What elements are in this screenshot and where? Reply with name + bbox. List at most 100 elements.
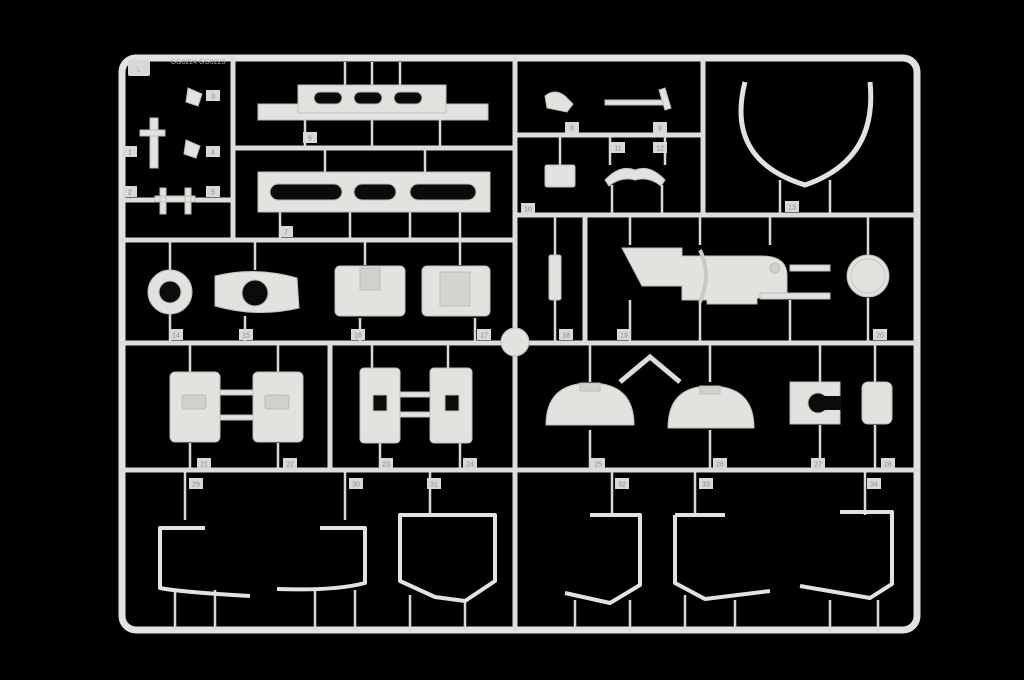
part-number-tab [881,458,895,469]
part-number-tab [611,142,625,153]
part-number-label: 3 [211,94,215,101]
part-23-plate [359,367,401,444]
link-23-24b [399,411,431,418]
part-number-label: 34 [870,482,878,489]
part-number-tab [477,329,491,340]
part-number-tab [189,478,203,489]
part-28-block [861,381,893,425]
part-number-label: 12 [656,146,664,153]
part-7-rail [257,171,491,213]
link-21-22b [219,414,254,421]
part-6-rail [257,84,489,121]
part-24-plate [429,367,473,444]
part-number-label: 20 [876,333,884,340]
part-34-frame [799,510,894,600]
part-number-tab [591,458,605,469]
part-number-tab [427,478,441,489]
sprue-runners [119,55,920,633]
part-number-label: 32 [618,482,626,489]
part-number-label: 21 [200,462,208,469]
part-number-label: 6 [308,136,312,143]
part-number-tab [873,329,887,340]
part-25-dome [545,382,635,426]
sprue-letter-tab [128,60,150,76]
part-number-label: 7 [284,230,288,237]
part-number-label: 1 [128,150,132,157]
part-number-tab [206,146,220,157]
part-number-tab [653,142,667,153]
part-number-tab [653,122,667,133]
part-20-disc [846,254,890,298]
part-number-label: 23 [382,462,390,469]
part-33-frame [673,513,771,601]
part-number-tab [283,458,297,469]
part-number-label: 27 [814,462,822,469]
part-number-tab [303,132,317,143]
part-number-tab [811,458,825,469]
parts [139,81,894,605]
part-number-tab [699,478,713,489]
part-number-tab [349,478,363,489]
center-hub [500,327,530,357]
part-number-label: 16 [354,333,362,340]
part-22-plate [252,371,304,443]
part-number-tab [239,329,253,340]
part-number-tab [379,458,393,469]
part-number-label: 11 [614,146,621,153]
part-number-tab [615,478,629,489]
part-number-tab [206,186,220,197]
part-13-arc [738,81,874,188]
part-number-label: 33 [702,482,710,489]
part-number-label: 13 [788,205,796,212]
part-number-label: 15 [242,333,250,340]
part-number-tab [197,458,211,469]
part-21-plate [169,371,221,443]
part-19-housing [621,247,831,305]
part-number-tab [279,226,293,237]
part-number-tab [559,329,573,340]
part-number-tab [463,458,477,469]
part-small-brackets [139,87,203,215]
part-number-tab [123,146,137,157]
part-number-label: 5 [211,190,215,197]
part-15-plate [214,271,300,313]
part-27-clip [789,381,842,425]
part-number-label: 26 [716,462,724,469]
part-number-label: 25 [594,462,602,469]
part-number-tab [617,329,631,340]
part-16-block [334,265,406,317]
part-number-tab [521,203,535,214]
part-31-frame [398,513,497,603]
part-number-label: 9 [658,126,662,133]
part-number-label: 31 [430,482,438,489]
v-runner-25-26 [618,353,682,384]
part-number-label: 4 [211,150,215,157]
part-number-label: 24 [466,462,474,469]
part-number-label: 28 [884,462,892,469]
part-number-tab [351,329,365,340]
part-number-tab [169,329,183,340]
part-17-block [421,265,491,317]
part-number-tab [123,186,137,197]
part-8-9-small [544,87,672,188]
part-number-label: 2 [128,190,132,197]
link-23-24 [399,391,431,398]
part-number-tab [785,201,799,212]
part-number-label: 8 [570,126,574,133]
part-32-frame [564,513,642,605]
sprue-letter: L [137,67,141,74]
part-number-tab [565,122,579,133]
part-26-dome [667,385,755,429]
part-number-tab [713,458,727,469]
part-number-label: 30 [352,482,360,489]
part-number-tab [867,478,881,489]
part-18-bar [548,254,562,301]
sprue-gates [168,62,880,630]
part-number-tab [206,90,220,101]
part-number-label: 10 [524,207,532,214]
part-number-label: 17 [480,333,488,340]
part-number-label: 19 [620,333,628,340]
part-29-30-frame [158,526,367,598]
